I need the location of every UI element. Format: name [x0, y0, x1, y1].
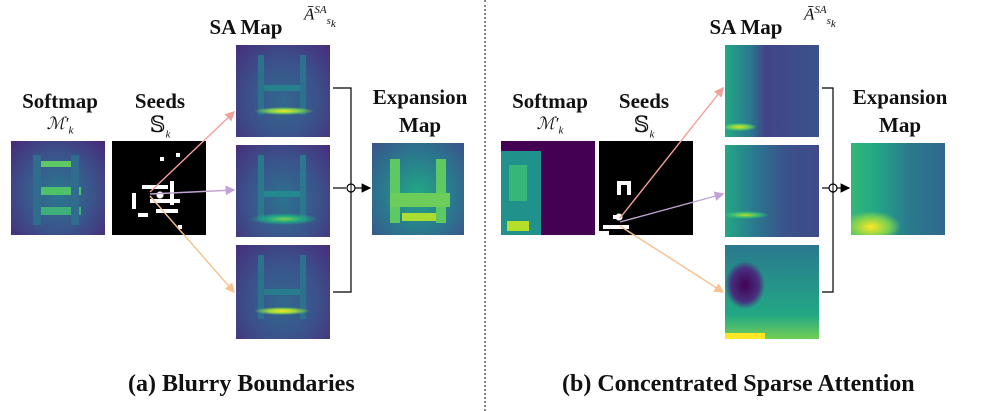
- softmap-image: [500, 140, 596, 236]
- caption-right: (b) Concentrated Sparse Attention: [562, 371, 915, 397]
- panel-divider: [484, 0, 486, 411]
- expansion-map-image: [371, 142, 465, 236]
- seed-arrow-orange: [149, 195, 235, 294]
- expansion-map-label: Expansion Map: [372, 85, 468, 137]
- seed-arrow-purple: [619, 191, 725, 223]
- softmap-label: Softmap: [22, 89, 98, 113]
- seeds-symbol: 𝕊k: [633, 112, 655, 141]
- sa-map-symbol: ĀSAsk: [304, 4, 336, 31]
- seeds-label: Seeds: [618, 89, 670, 113]
- left-connector-lines: [149, 87, 372, 294]
- seeds-label: Seeds: [134, 89, 186, 113]
- sa-map-label: SA Map: [709, 15, 783, 39]
- softmap-symbol: ℳ′k: [46, 114, 74, 137]
- expansion-map-image: [850, 142, 946, 236]
- sa-map-image-1: [235, 44, 331, 138]
- sa-map-symbol: ĀSAsk: [804, 4, 836, 31]
- seeds-image: [111, 140, 207, 236]
- sa-map-image-3: [724, 244, 820, 340]
- seed-arrow-red: [149, 111, 236, 193]
- sa-map-image-2: [724, 144, 820, 238]
- softmap-label: Softmap: [512, 89, 588, 113]
- panel-blurry-boundaries: Softmap ℳ′k Seeds 𝕊k SA Map ĀSAsk Expans…: [0, 0, 484, 411]
- seed-arrow-purple: [149, 185, 236, 196]
- sa-map-image-1: [724, 44, 820, 138]
- sa-map-image-3: [235, 244, 331, 340]
- caption-left: (a) Blurry Boundaries: [128, 371, 355, 397]
- expansion-map-label: Expansion Map: [852, 85, 948, 137]
- softmap-symbol: ℳ′k: [536, 114, 564, 137]
- seed-arrow-orange: [619, 225, 725, 293]
- seeds-symbol: 𝕊k: [149, 112, 171, 141]
- seed-arrow-red: [619, 86, 724, 219]
- sa-map-label: SA Map: [209, 15, 283, 39]
- right-connector-lines: [619, 86, 851, 293]
- seeds-image: [598, 140, 694, 236]
- softmap-image: [10, 140, 106, 236]
- sa-map-image-2: [235, 144, 331, 238]
- panel-concentrated-sparse-attention: Softmap ℳ′k Seeds 𝕊k SA Map ĀSAsk Expans…: [486, 0, 997, 411]
